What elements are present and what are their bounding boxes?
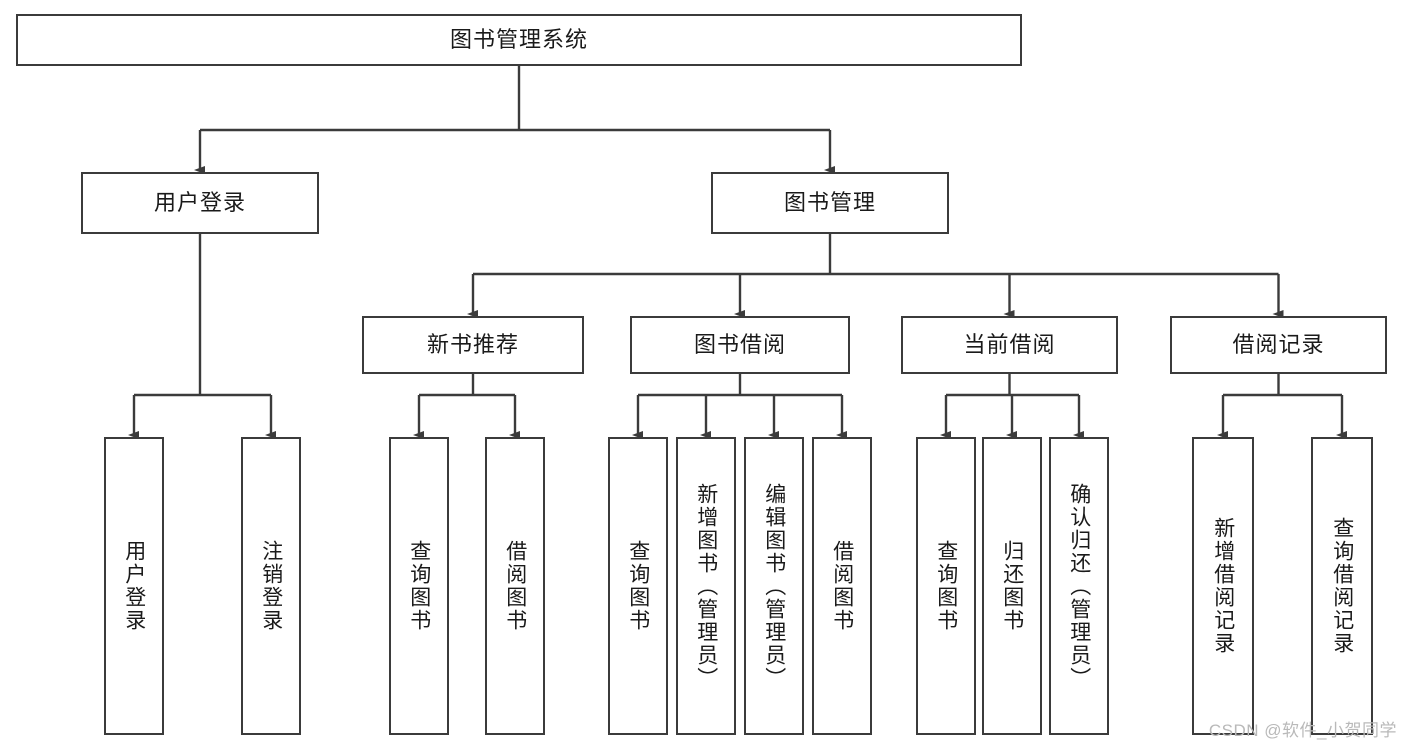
node-new-book-recommend[interactable]: 新书推荐 bbox=[362, 316, 584, 374]
leaf-add-borrow-record[interactable]: 新增借阅记录 bbox=[1192, 437, 1254, 735]
leaf-edit-book-admin[interactable]: 编辑图书（管理员） bbox=[744, 437, 804, 735]
node-book-borrow[interactable]: 图书借阅 bbox=[630, 316, 850, 374]
leaf-query-book-recommend[interactable]: 查询图书 bbox=[389, 437, 449, 735]
node-new-book-recommend-label: 新书推荐 bbox=[426, 331, 519, 357]
leaf-add-borrow-record-label: 新增借阅记录 bbox=[1211, 517, 1235, 655]
node-current-borrow-label: 当前借阅 bbox=[963, 331, 1056, 357]
leaf-query-book-current-label: 查询图书 bbox=[934, 540, 958, 632]
leaf-return-book[interactable]: 归还图书 bbox=[982, 437, 1042, 735]
leaf-user-login-label: 用户登录 bbox=[122, 540, 146, 632]
node-borrow-record[interactable]: 借阅记录 bbox=[1170, 316, 1387, 374]
leaf-query-book-borrow-label: 查询图书 bbox=[626, 540, 650, 632]
leaf-borrow-book-borrow[interactable]: 借阅图书 bbox=[812, 437, 872, 735]
node-current-borrow[interactable]: 当前借阅 bbox=[901, 316, 1118, 374]
leaf-query-borrow-record-label: 查询借阅记录 bbox=[1330, 517, 1354, 655]
leaf-query-book-current[interactable]: 查询图书 bbox=[916, 437, 976, 735]
node-user-login-label: 用户登录 bbox=[153, 189, 246, 215]
node-book-borrow-label: 图书借阅 bbox=[693, 331, 786, 357]
leaf-edit-book-admin-label: 编辑图书（管理员） bbox=[762, 482, 786, 690]
leaf-query-book-borrow[interactable]: 查询图书 bbox=[608, 437, 668, 735]
node-user-login[interactable]: 用户登录 bbox=[81, 172, 319, 234]
node-book-manage[interactable]: 图书管理 bbox=[711, 172, 949, 234]
leaf-confirm-return-admin-label: 确认归还（管理员） bbox=[1067, 482, 1091, 690]
leaf-add-book-admin[interactable]: 新增图书（管理员） bbox=[676, 437, 736, 735]
node-root-label: 图书管理系统 bbox=[449, 26, 588, 52]
leaf-user-login[interactable]: 用户登录 bbox=[104, 437, 164, 735]
leaf-logout[interactable]: 注销登录 bbox=[241, 437, 301, 735]
leaf-borrow-book-borrow-label: 借阅图书 bbox=[830, 540, 854, 632]
leaf-return-book-label: 归还图书 bbox=[1000, 540, 1024, 632]
leaf-logout-label: 注销登录 bbox=[259, 540, 283, 632]
watermark: CSDN @软件_小贺同学 bbox=[1208, 721, 1397, 740]
leaf-borrow-book-recommend-label: 借阅图书 bbox=[503, 540, 527, 632]
node-root[interactable]: 图书管理系统 bbox=[16, 14, 1022, 66]
leaf-add-book-admin-label: 新增图书（管理员） bbox=[694, 482, 718, 690]
leaf-borrow-book-recommend[interactable]: 借阅图书 bbox=[485, 437, 545, 735]
leaf-query-borrow-record[interactable]: 查询借阅记录 bbox=[1311, 437, 1373, 735]
leaf-query-book-recommend-label: 查询图书 bbox=[407, 540, 431, 632]
leaf-confirm-return-admin[interactable]: 确认归还（管理员） bbox=[1049, 437, 1109, 735]
node-borrow-record-label: 借阅记录 bbox=[1232, 331, 1325, 357]
node-book-manage-label: 图书管理 bbox=[783, 189, 876, 215]
